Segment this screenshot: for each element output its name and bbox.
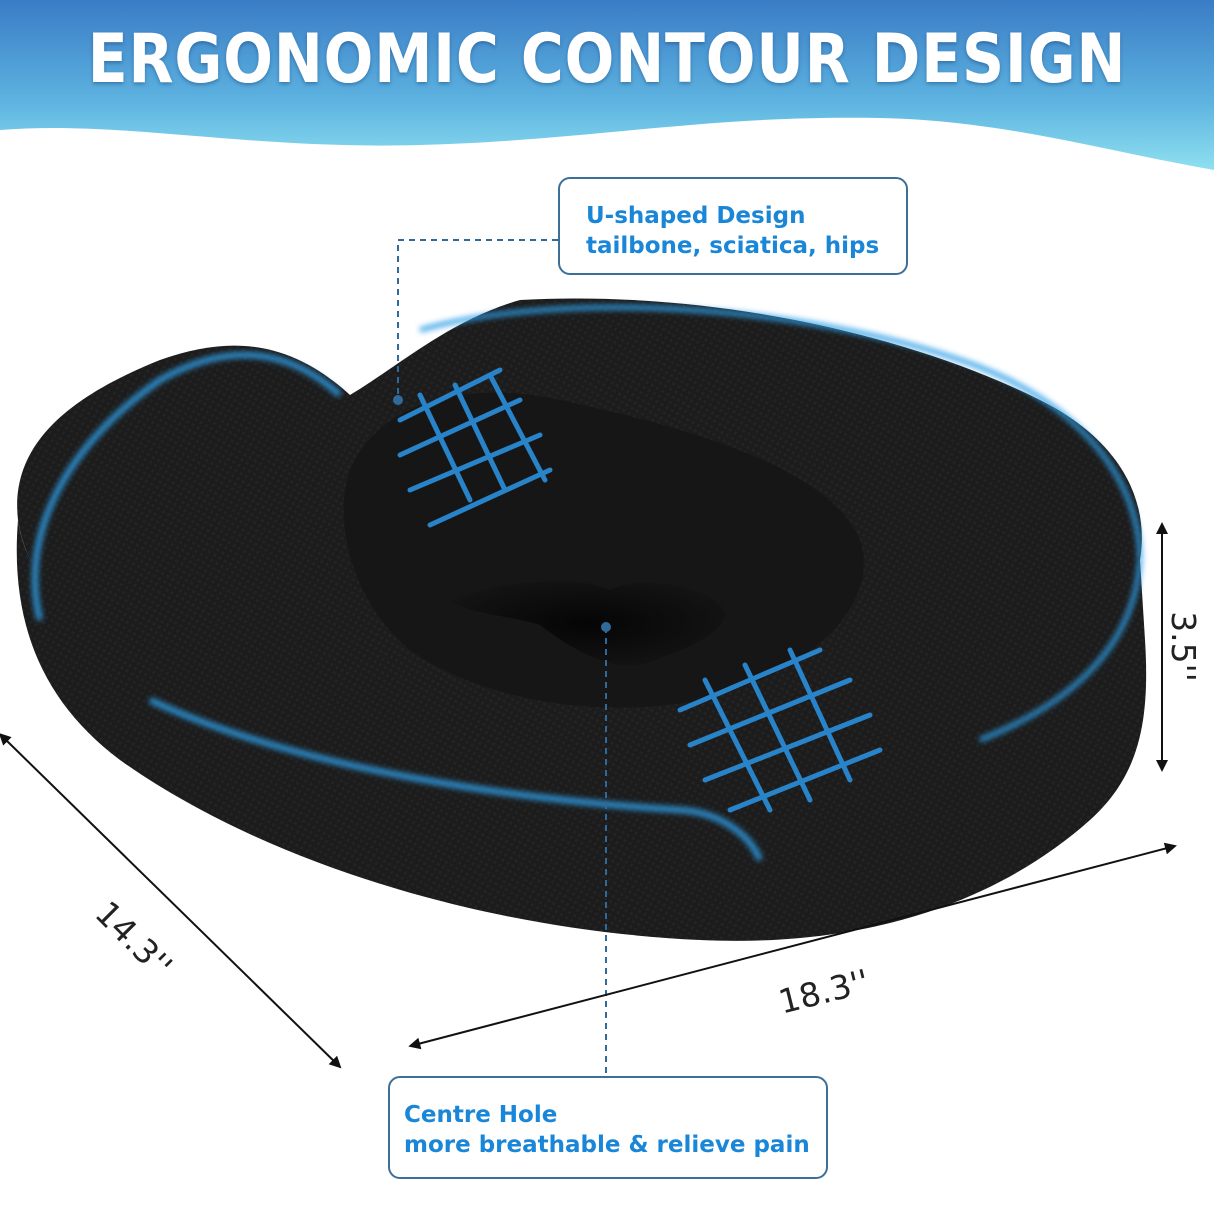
height-dimension-label: 3.5'' [1163, 611, 1203, 682]
centre-hole-callout-detail: more breathable & relieve pain [404, 1132, 810, 1158]
centre-hole-callout-title: Centre Hole [404, 1102, 558, 1128]
rim-glow-right [979, 559, 1143, 743]
pressure-grid-upper [397, 367, 553, 528]
u-shape-callout-title: U-shaped Design [586, 203, 806, 229]
rim-glow-top [419, 304, 1143, 561]
rim-glow-left [32, 352, 343, 621]
centre-hole-callout: Centre Hole more breathable & relieve pa… [388, 1076, 828, 1179]
cushion-inner-ring [343, 392, 864, 708]
width-arrow [408, 842, 1177, 1050]
u-shape-leader [397, 239, 558, 400]
pressure-grid-lower [677, 647, 883, 813]
u-shape-leader-dot [393, 395, 403, 405]
centre-hole [450, 581, 725, 666]
banner-background [0, 0, 1214, 170]
depth-arrow [0, 733, 342, 1069]
centre-hole-leader-dot [601, 622, 611, 632]
banner-title: ERGONOMIC CONTOUR DESIGN [87, 20, 1127, 99]
u-shape-callout: U-shaped Design tailbone, sciatica, hips [558, 177, 908, 275]
u-shape-callout-detail: tailbone, sciatica, hips [586, 233, 880, 259]
